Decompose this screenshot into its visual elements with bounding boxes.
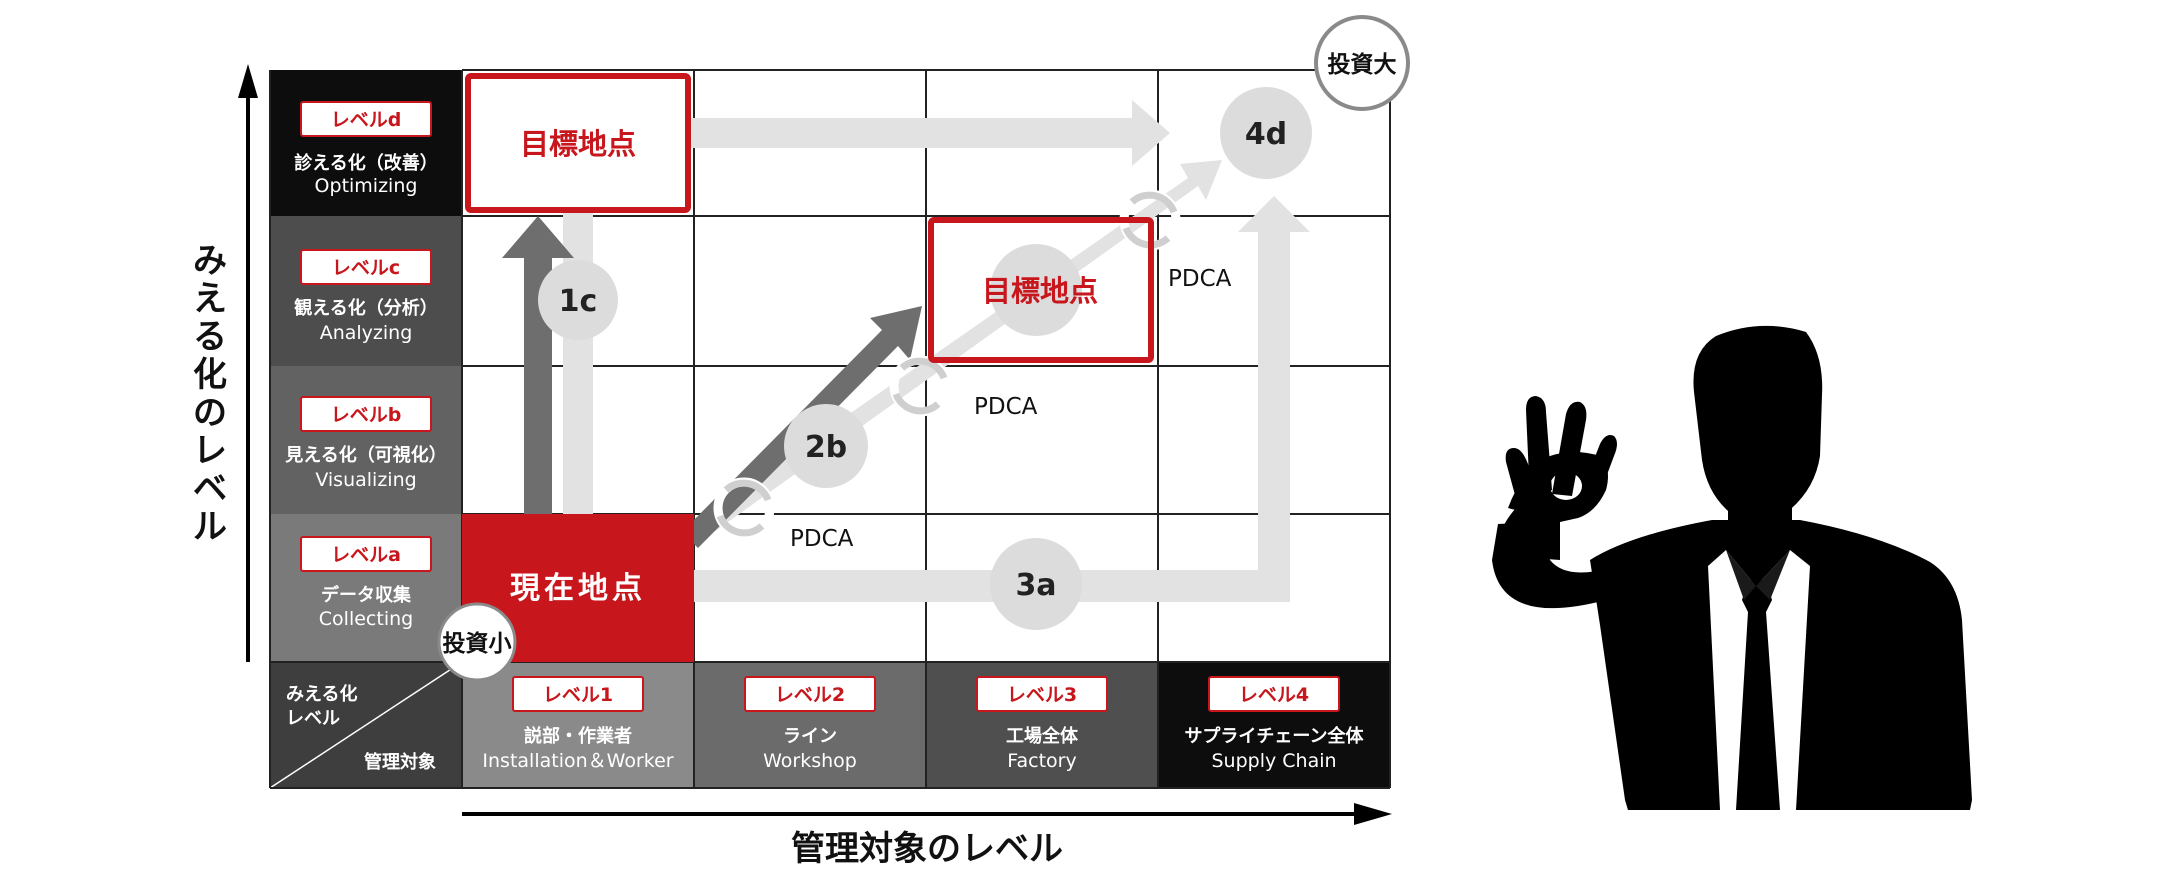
arrow-to-1c-target (502, 216, 574, 514)
arrow-top-to-4d (640, 100, 1170, 166)
x-axis-title: 管理対象のレベル (791, 829, 1063, 869)
stage-3a: 3a (1015, 568, 1056, 603)
target-box-2 (928, 217, 1154, 363)
row-headers: レベルd 診える化（改善） Optimizing レベルc 観える化（分析） A… (270, 70, 462, 662)
target-label-1: 目標地点 (520, 127, 636, 161)
row-badge-c: レベルc (332, 257, 400, 279)
col-badge-3: レベル3 (1007, 684, 1077, 706)
corner-bottom: 管理対象 (364, 751, 436, 773)
row-jp-a: データ収集 (321, 584, 412, 606)
row-badge-a: レベルa (331, 544, 401, 566)
row-jp-d: 診える化（改善） (294, 152, 437, 174)
col-badge-2: レベル2 (775, 684, 845, 706)
investment-small-badge (437, 602, 517, 682)
row-jp-c: 観える化（分析） (294, 297, 437, 319)
row-en-c: Analyzing (320, 322, 413, 344)
column-headers: みえる化 レベル 管理対象 レベル1 説部・作業者 Installation＆W… (269, 661, 1390, 789)
investment-large-label: 投資大 (1328, 51, 1397, 78)
col-en-3: Factory (1007, 750, 1076, 772)
pdca-cycle-icon (713, 477, 775, 539)
businessman-ok-sign-icon (1492, 325, 1972, 810)
corner-top-line1: みえる化 (286, 683, 357, 705)
col-jp-3: 工場全体 (1006, 725, 1079, 747)
current-point-label: 現在地点 (510, 571, 646, 606)
pdca-cycle-icon (889, 355, 951, 417)
investment-large-badge (1314, 15, 1410, 111)
pdca-cycle-icon (713, 189, 1181, 539)
row-badge-d: レベルd (331, 109, 402, 131)
target-label-2: 目標地点 (982, 274, 1098, 308)
col-badge-4: レベル4 (1239, 684, 1309, 706)
row-en-d: Optimizing (315, 175, 418, 197)
y-axis-title: みえる化のレベル (193, 241, 227, 547)
col-en-4: Supply Chain (1211, 750, 1336, 772)
corner-top-line2: レベル (286, 708, 340, 729)
investment-small-label: 投資小 (443, 630, 512, 657)
col-jp-1: 説部・作業者 (524, 725, 632, 747)
col-badge-1: レベル1 (543, 684, 613, 706)
row-header-level-b (270, 366, 462, 514)
col-jp-2: ライン (783, 726, 837, 747)
pdca-label-1: PDCA (790, 526, 854, 552)
stage-markers: 1c 2b 3a 4d (538, 87, 1312, 630)
row-header-level-c (270, 216, 462, 366)
x-axis (462, 803, 1392, 825)
y-axis (238, 64, 258, 662)
row-en-a: Collecting (319, 608, 413, 630)
pdca-label-3: PDCA (1168, 266, 1232, 292)
col-jp-4: サプライチェーン全体 (1184, 725, 1364, 747)
target-box-1 (465, 73, 691, 213)
stage-1c: 1c (559, 284, 598, 319)
col-en-1: Installation＆Worker (482, 750, 673, 772)
stage-4d: 4d (1245, 117, 1287, 152)
row-badge-b: レベルb (331, 404, 402, 426)
row-jp-b: 見える化（可視化） (284, 444, 446, 466)
row-header-level-d (270, 70, 462, 216)
col-en-2: Workshop (763, 750, 857, 772)
pdca-label-2: PDCA (974, 394, 1038, 420)
row-en-b: Visualizing (315, 469, 416, 491)
stage-2b: 2b (805, 430, 847, 465)
